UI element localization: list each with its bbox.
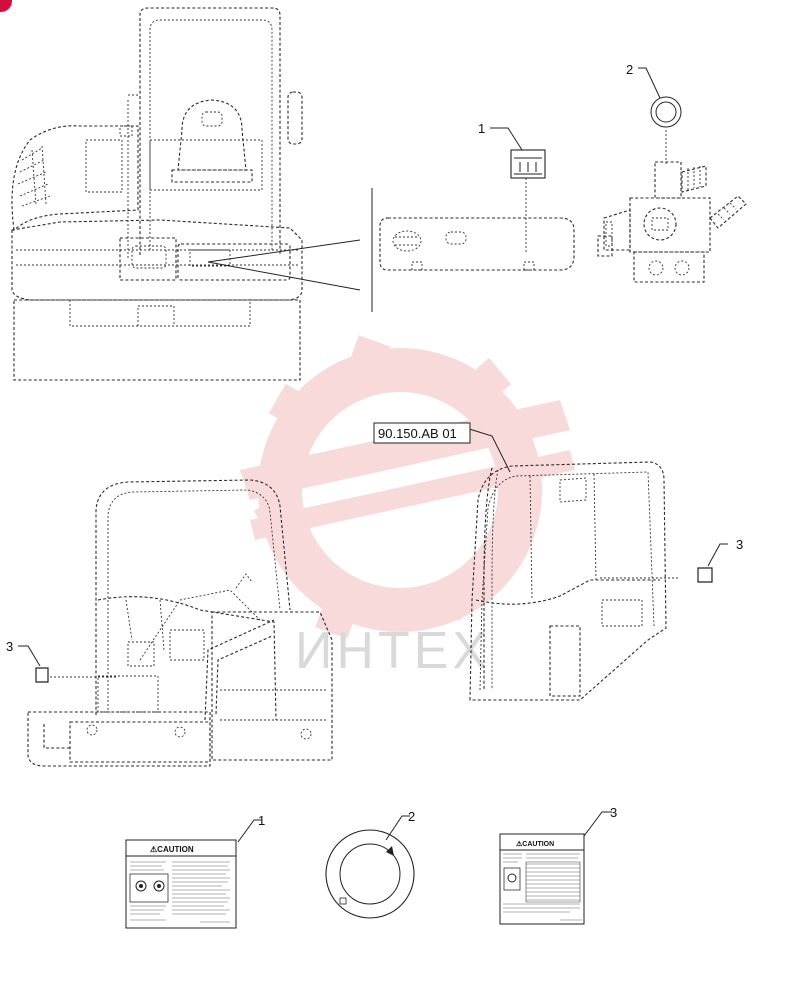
decal-detail-3: ⚠CAUTION 3 [499,805,617,925]
excavator-rear-view [11,7,373,381]
callout-2-detail: 2 [408,809,415,824]
decal-3-right-part [697,567,713,583]
cab-side-view: 3 [6,479,333,767]
callout-3-left: 3 [6,639,13,654]
watermark-logo [240,335,575,639]
caution-1-title: ⚠CAUTION [150,845,194,854]
callout-1-detail: 1 [258,813,265,828]
decal-3-left-part [35,667,49,683]
reference-box [373,422,471,444]
callout-1-top: 1 [478,121,485,136]
reference-label[interactable]: 90.150.AB 01 [378,426,457,441]
valve-block-view: 2 [597,62,747,283]
zoom-panel: 1 [379,121,575,271]
watermark-text: ИНТЕХ [295,622,491,680]
decal-detail-1: ⚠CAUTION 1 [125,813,265,929]
caution-3-title: ⚠CAUTION [516,840,554,848]
callout-3-right: 3 [736,537,743,552]
callout-3-detail: 3 [610,805,617,820]
decal-detail-2: 2 [325,809,415,919]
callout-2-top: 2 [626,62,633,77]
cab-frame-view: 90.150.AB 01 3 [373,422,743,701]
